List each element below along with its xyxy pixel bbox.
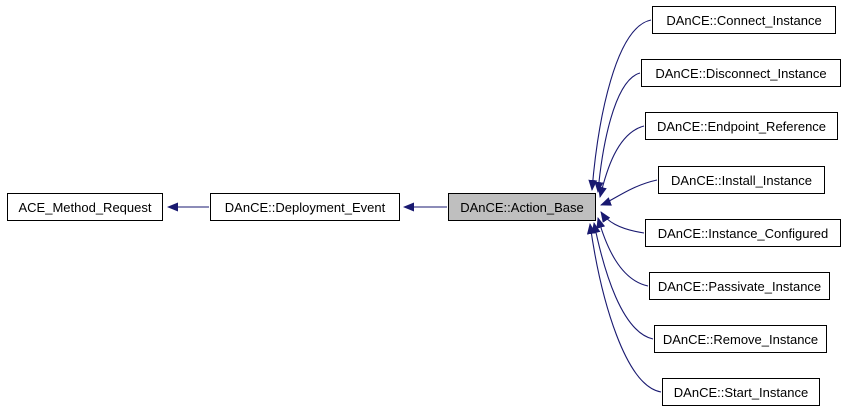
node-ace-method-request[interactable]: ACE_Method_Request [7,193,163,221]
edge-configured-to-actionbase [600,211,645,234]
node-dance-connect-instance[interactable]: DAnCE::Connect_Instance [652,6,836,34]
edge-start-to-actionbase [586,223,662,393]
node-dance-passivate-instance[interactable]: DAnCE::Passivate_Instance [649,272,830,300]
node-dance-install-instance[interactable]: DAnCE::Install_Instance [658,166,825,194]
edge-connect-to-actionbase [588,19,652,191]
node-dance-action-base: DAnCE::Action_Base [448,193,596,221]
node-dance-start-instance[interactable]: DAnCE::Start_Instance [662,378,820,406]
edge-remove-to-actionbase [591,222,654,340]
node-dance-instance-configured[interactable]: DAnCE::Instance_Configured [645,219,841,247]
node-dance-disconnect-instance[interactable]: DAnCE::Disconnect_Instance [641,59,841,87]
edge-endpoint-to-actionbase [597,125,645,198]
node-dance-remove-instance[interactable]: DAnCE::Remove_Instance [654,325,827,353]
edge-disconnect-to-actionbase [594,72,641,193]
edge-passivate-to-actionbase [596,217,649,287]
node-dance-endpoint-reference[interactable]: DAnCE::Endpoint_Reference [645,112,838,140]
node-dance-deployment-event[interactable]: DAnCE::Deployment_Event [210,193,400,221]
edge-install-to-actionbase [600,179,658,206]
